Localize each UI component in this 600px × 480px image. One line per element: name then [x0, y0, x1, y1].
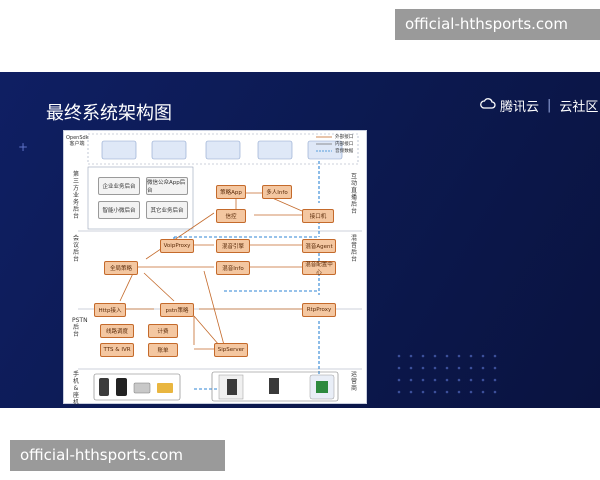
legend-internal: 内部接口 — [335, 142, 354, 147]
decorative-dots — [397, 354, 497, 394]
node-tts-ivr: TTS & IVR — [100, 343, 134, 357]
node-gateway: 接口机 — [302, 209, 334, 223]
node-sip-server: SipServer — [214, 343, 248, 357]
node-location-strategy: 全局策略 — [104, 261, 138, 275]
node-multi-info: 多人Info — [262, 185, 292, 199]
node-line-schedule: 线路调度 — [100, 324, 134, 338]
brand: 腾讯云 | 云社区 — [480, 96, 598, 115]
brand-name: 腾讯云 — [500, 100, 540, 115]
third-party-box: 其它业务后台 — [146, 201, 188, 219]
lane-label-operator: 运营商 — [350, 371, 357, 392]
node-conf-engine: 混音引擎 — [216, 239, 250, 253]
third-party-box: 企业业务后台 — [98, 177, 140, 195]
lane-label-meeting: 会议后台 — [72, 235, 79, 263]
cloud-logo-icon — [480, 98, 496, 113]
node-billing: 计费 — [148, 324, 178, 338]
node-control: 信控 — [216, 209, 246, 223]
watermark-top: official-hthsports.com — [395, 9, 600, 40]
plus-mark-icon: + — [18, 140, 29, 154]
brand-sub: 云社区 — [559, 100, 599, 115]
brand-divider: | — [547, 98, 552, 113]
lane-label-phone: 手机&座机 — [72, 371, 79, 406]
lane-label-interactive: 互动直播后台 — [350, 173, 357, 215]
slide-title: 最终系统架构图 — [46, 103, 172, 124]
node-voip-proxy: VoipProxy — [160, 239, 194, 253]
third-party-box: 微信公众App后台 — [146, 177, 188, 195]
slide: 最终系统架构图 腾讯云 | 云社区 + — [0, 72, 600, 408]
legend-flow: 音频数据 — [335, 149, 354, 154]
node-conf-config: 混音配置中心 — [302, 261, 336, 276]
node-http-access: Http接入 — [94, 303, 126, 317]
lane-label-pstn: PSTN后台 — [72, 317, 88, 338]
lane-label-third-party: 第三方业务后台 — [72, 171, 79, 220]
legend-external: 外部接口 — [335, 135, 354, 140]
watermark-bottom: official-hthsports.com — [10, 440, 225, 471]
node-account: 账单 — [148, 343, 178, 357]
architecture-diagram: 外部接口 内部接口 音频数据 OpenSdk 客户端 第三方业务后台 互动直播后… — [63, 130, 367, 406]
node-rtp-proxy: RtpProxy — [302, 303, 336, 317]
node-conf-info: 混音Info — [216, 261, 250, 275]
node-pstn-strategy: pstn策略 — [160, 303, 194, 317]
third-party-box: 智能小微后台 — [98, 201, 140, 219]
node-conf-agent: 混音Agent — [302, 239, 336, 253]
diagram-connectors — [78, 133, 362, 402]
node-strategy-app: 策略App — [216, 185, 246, 199]
lane-label-conference: 混音后台 — [350, 235, 357, 263]
lane-label-opensdk: OpenSdk 客户端 — [66, 135, 89, 147]
